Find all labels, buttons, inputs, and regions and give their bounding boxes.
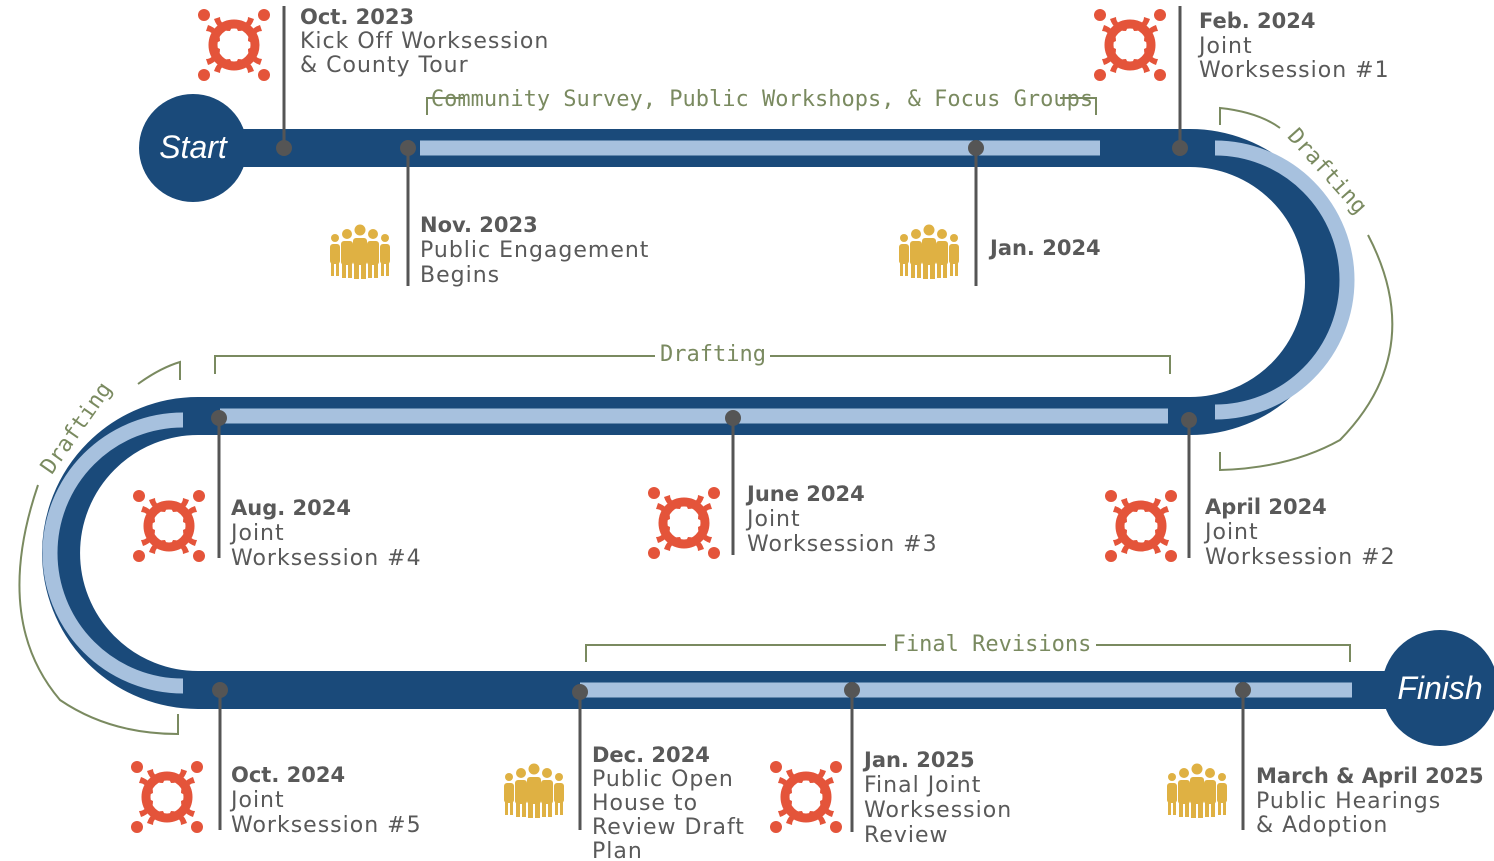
milestone-desc-line: & County Tour xyxy=(300,53,469,78)
milestone-desc-line: Joint xyxy=(229,521,285,546)
milestone-dec-2024: Dec. 2024 Public Open House to Review Dr… xyxy=(504,684,745,861)
milestone-oct-2023: Oct. 2023 Kick Off Worksession & County … xyxy=(198,5,549,156)
finish-label: Finish xyxy=(1397,670,1482,706)
milestone-desc-line: Public Engagement xyxy=(420,238,649,263)
milestone-date: Nov. 2023 xyxy=(420,213,538,237)
milestone-jan-2024: Jan. 2024 xyxy=(899,140,1101,286)
milestone-desc-line: Final Joint xyxy=(864,773,981,798)
milestone-desc-line: Worksession #2 xyxy=(1205,545,1396,570)
milestone-aug-2024: Aug. 2024 Joint Worksession #4 xyxy=(133,410,422,571)
milestone-april-2024: April 2024 Joint Worksession #2 xyxy=(1105,412,1396,570)
meeting-table-icon xyxy=(198,9,270,81)
milestone-nov-2023: Nov. 2023 Public Engagement Begins xyxy=(330,140,649,288)
finish-marker: Finish xyxy=(1382,630,1494,746)
milestone-date: March & April 2025 xyxy=(1256,764,1484,788)
phase-final-revisions-label: Final Revisions xyxy=(893,632,1092,657)
start-label: Start xyxy=(159,129,228,165)
milestone-desc-line: Public Hearings xyxy=(1256,789,1441,814)
people-group-icon xyxy=(330,224,390,279)
milestone-desc-line: Kick Off Worksession xyxy=(300,29,549,54)
milestone-desc-line: Worksession #5 xyxy=(231,813,422,838)
milestone-desc-line: Review Draft xyxy=(592,815,745,840)
milestone-desc-line: Worksession #1 xyxy=(1199,58,1390,83)
phase-final-revisions-bracket: Final Revisions xyxy=(585,632,1351,662)
milestone-date: Jan. 2025 xyxy=(862,748,975,772)
milestone-date: Oct. 2024 xyxy=(231,763,345,787)
meeting-table-icon xyxy=(648,487,720,559)
start-marker: Start xyxy=(139,94,247,202)
meeting-table-icon xyxy=(1105,490,1177,562)
milestone-desc-line: Joint xyxy=(745,507,801,532)
milestone-oct-2024: Oct. 2024 Joint Worksession #5 xyxy=(131,682,422,838)
meeting-table-icon xyxy=(131,761,203,833)
milestone-march-april-2025: March & April 2025 Public Hearings & Ado… xyxy=(1167,682,1484,838)
milestone-jan-2025: Jan. 2025 Final Joint Worksession Review xyxy=(770,682,1012,848)
milestone-date: April 2024 xyxy=(1205,495,1327,519)
milestone-desc-line: Begins xyxy=(420,263,500,288)
meeting-table-icon xyxy=(1094,9,1166,81)
people-group-icon xyxy=(899,224,959,279)
milestone-june-2024: June 2024 Joint Worksession #3 xyxy=(648,410,938,559)
milestone-desc-line: Joint xyxy=(229,788,285,813)
milestone-desc-line: Plan xyxy=(592,839,643,861)
milestone-desc-line: Review xyxy=(864,823,949,848)
meeting-table-icon xyxy=(770,761,842,833)
milestone-date: Jan. 2024 xyxy=(988,236,1101,260)
milestone-date: Oct. 2023 xyxy=(300,5,414,29)
people-group-icon xyxy=(504,763,564,818)
milestone-desc-line: Worksession xyxy=(864,798,1012,823)
milestone-desc-line: Joint xyxy=(1203,520,1259,545)
milestone-date: Aug. 2024 xyxy=(231,496,351,520)
meeting-table-icon xyxy=(133,490,205,562)
phase-drafting-middle-label: Drafting xyxy=(660,342,766,367)
milestone-date: June 2024 xyxy=(745,482,865,506)
milestone-date: Dec. 2024 xyxy=(592,743,710,767)
milestone-feb-2024: Feb. 2024 Joint Worksession #1 xyxy=(1094,6,1390,156)
phase-community-bracket: Community Survey, Public Workshops, & Fo… xyxy=(426,87,1097,115)
milestone-date: Feb. 2024 xyxy=(1199,9,1316,33)
milestone-desc-line: Joint xyxy=(1197,34,1253,59)
milestone-desc-line: & Adoption xyxy=(1256,813,1388,838)
milestone-desc-line: House to xyxy=(592,791,698,816)
milestone-desc-line: Worksession #3 xyxy=(747,532,938,557)
milestone-desc-line: Worksession #4 xyxy=(231,546,422,571)
people-group-icon xyxy=(1167,763,1227,818)
phase-community-label: Community Survey, Public Workshops, & Fo… xyxy=(431,87,1093,112)
phase-drafting-middle-bracket: Drafting xyxy=(214,342,1171,374)
milestone-desc-line: Public Open xyxy=(592,767,734,792)
timeline-track xyxy=(42,129,1440,709)
